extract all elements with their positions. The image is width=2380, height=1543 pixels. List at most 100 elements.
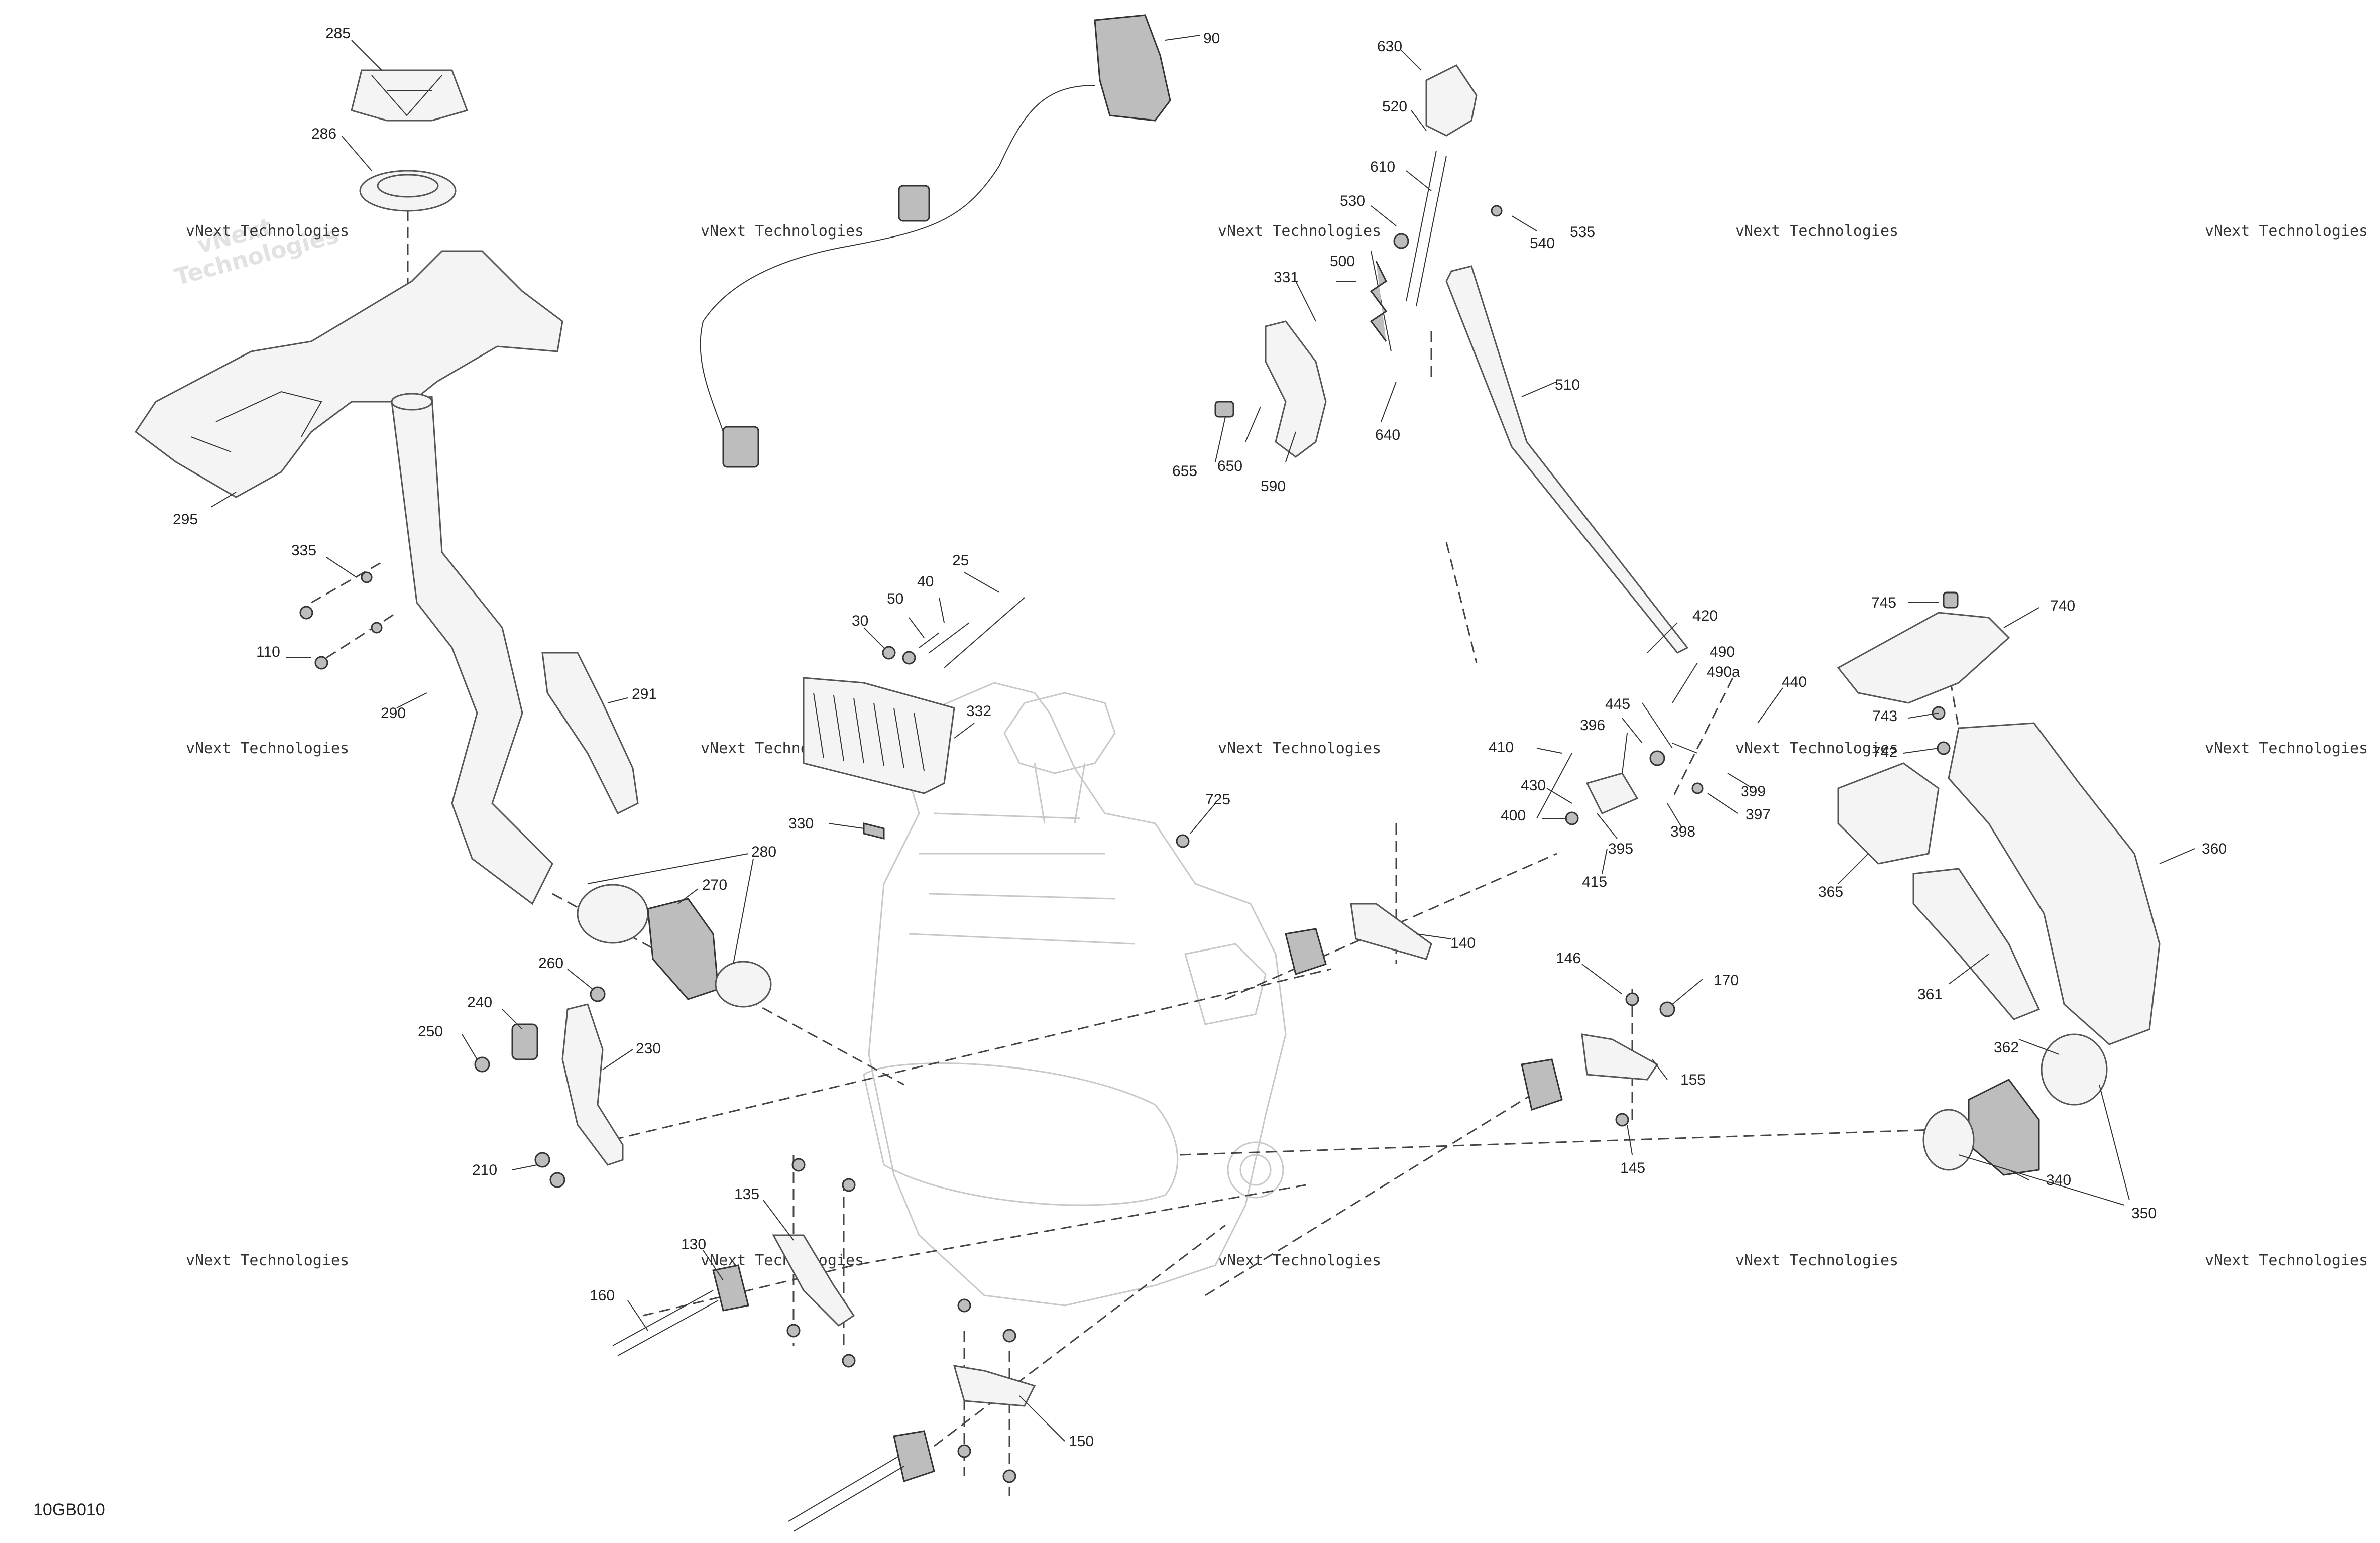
assembly-lines <box>311 176 1960 1496</box>
watermark-overlay: vNext Technologies <box>701 1252 864 1269</box>
watermark-layer: vNext Technologies vNext Technologies vN… <box>172 213 2368 1269</box>
callout-490: 490 <box>1710 644 1735 660</box>
switch-handle <box>1094 14 1171 122</box>
mount-bracket <box>772 1234 855 1327</box>
callout-250: 250 <box>418 1023 443 1040</box>
callout-leaders <box>210 35 2195 1442</box>
callout-640: 640 <box>1375 427 1400 443</box>
callout-160: 160 <box>590 1287 615 1304</box>
callout-398: 398 <box>1670 823 1695 840</box>
shift-bracket <box>1265 320 1327 458</box>
watermark-overlay: vNext Technologies <box>1735 740 1898 757</box>
callout-150: 150 <box>1069 1433 1094 1450</box>
airbox-body <box>1948 722 2161 1045</box>
callout-labels: 285 286 295 335 110 290 291 280 270 260 … <box>173 25 2227 1450</box>
callout-335: 335 <box>291 542 316 559</box>
shift-lever-rod <box>1445 265 1689 654</box>
intake-duct <box>391 396 553 905</box>
callout-110: 110 <box>256 644 280 660</box>
callout-535: 535 <box>1570 224 1595 241</box>
callout-590: 590 <box>1261 478 1286 495</box>
callout-745: 745 <box>1871 595 1896 611</box>
airbox-inlet <box>1837 762 1940 865</box>
watermark-overlay: vNext Technologies <box>186 740 349 757</box>
callout-290: 290 <box>381 705 406 722</box>
callout-90: 90 <box>1203 30 1220 47</box>
watermark-overlay: vNext Technologies <box>2205 1252 2368 1269</box>
harness-connector <box>722 426 759 468</box>
callout-610: 610 <box>1370 159 1395 175</box>
watermark-overlay: vNext Technologies <box>2205 740 2368 757</box>
callout-146: 146 <box>1556 950 1581 967</box>
mount-bracket <box>1350 903 1432 960</box>
hose-clamp <box>1922 1109 1975 1171</box>
callout-130: 130 <box>681 1236 706 1253</box>
callout-400: 400 <box>1501 807 1526 824</box>
watermark-overlay: vNext Technologies <box>186 1252 349 1269</box>
watermark-overlay: vNext Technologies <box>1218 222 1381 240</box>
callout-30: 30 <box>852 613 868 629</box>
callout-240: 240 <box>467 994 492 1011</box>
watermark-overlay: vNext Technologies <box>701 222 864 240</box>
callout-420: 420 <box>1692 608 1718 624</box>
callout-285: 285 <box>325 25 351 42</box>
watermark-overlay: vNext Technologies <box>1218 1252 1381 1269</box>
callout-500: 500 <box>1330 253 1355 270</box>
callout-399: 399 <box>1741 783 1766 800</box>
callout-397: 397 <box>1746 806 1771 823</box>
callout-530: 530 <box>1340 193 1365 209</box>
watermark-overlay: vNext Technologies <box>1735 1252 1898 1269</box>
callout-365: 365 <box>1818 884 1843 900</box>
hose-clamp <box>577 884 649 944</box>
callout-140: 140 <box>1450 935 1476 952</box>
mount-bracket <box>953 1365 1036 1407</box>
linkage-block <box>1585 772 1639 814</box>
engine-mount-rubber <box>712 1264 749 1312</box>
callout-510: 510 <box>1555 377 1580 393</box>
engine-mount-rubber <box>1521 1058 1563 1111</box>
airbox-cover <box>1912 868 2041 1020</box>
callout-520: 520 <box>1382 98 1407 115</box>
bushing <box>511 1023 538 1060</box>
parts <box>134 14 2161 1532</box>
diagram-code: 10GB010 <box>33 1500 105 1519</box>
callout-415: 415 <box>1582 874 1607 890</box>
callout-410: 410 <box>1489 739 1514 756</box>
intake-boot <box>647 898 719 1000</box>
mount-bracket <box>1581 1033 1659 1081</box>
hose-clamp <box>2041 1033 2108 1106</box>
callout-360: 360 <box>2202 841 2227 857</box>
engine-mount-rubber <box>1285 928 1327 975</box>
callout-350: 350 <box>2131 1205 2157 1222</box>
air-filter-cap <box>351 69 468 122</box>
callout-295: 295 <box>173 511 198 528</box>
watermark: vNext Technologies <box>172 213 342 291</box>
callout-145: 145 <box>1620 1160 1645 1176</box>
return-spring <box>1370 261 1388 342</box>
callout-270: 270 <box>702 877 727 893</box>
callout-280: 280 <box>751 844 776 860</box>
engine-mount-rubber <box>893 1430 935 1482</box>
watermark-overlay: vNext Technologies <box>186 222 349 240</box>
shift-knob <box>1425 64 1478 137</box>
callout-430: 430 <box>1521 777 1546 794</box>
callout-655: 655 <box>1172 463 1197 480</box>
callout-331: 331 <box>1274 269 1299 286</box>
mounting-plate <box>134 250 563 498</box>
callout-725: 725 <box>1205 791 1230 808</box>
watermark-overlay: vNext Technologies <box>1218 740 1381 757</box>
callout-260: 260 <box>538 955 563 972</box>
watermark-overlay: vNext Technologies <box>1735 222 1898 240</box>
callout-396: 396 <box>1580 717 1605 734</box>
watermark-overlay: vNext Technologies <box>2205 222 2368 240</box>
callout-25: 25 <box>952 552 969 569</box>
callout-135: 135 <box>734 1186 759 1203</box>
callout-490a: 490a <box>1707 664 1740 680</box>
duct-shroud <box>541 652 639 815</box>
callout-50: 50 <box>887 590 903 607</box>
callout-361: 361 <box>1917 986 1943 1003</box>
callout-362: 362 <box>1994 1039 2019 1056</box>
callout-540: 540 <box>1530 235 1555 252</box>
callout-650: 650 <box>1217 458 1242 474</box>
callout-440: 440 <box>1782 674 1807 690</box>
